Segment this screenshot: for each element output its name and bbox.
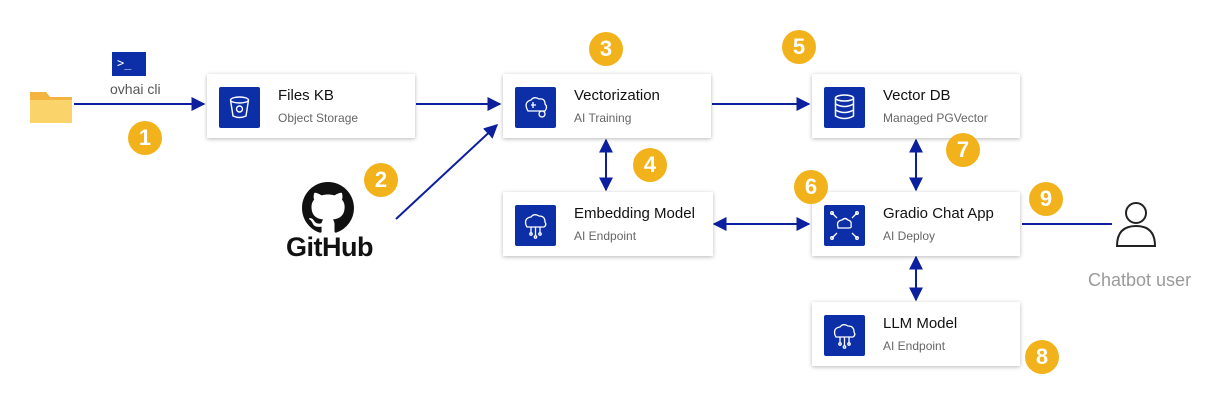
vector-db-node[interactable]: Vector DB Managed PGVector	[812, 74, 1020, 138]
node-subtitle: AI Endpoint	[574, 229, 637, 243]
node-title: Gradio Chat App	[883, 205, 994, 222]
cli-label: ovhai cli	[110, 81, 161, 97]
github-label: GitHub	[286, 232, 373, 262]
node-title: LLM Model	[883, 315, 958, 332]
brain-circuit-icon	[515, 205, 556, 246]
node-title: Embedding Model	[574, 205, 695, 222]
node-title: Files KB	[278, 87, 334, 104]
node-subtitle: Managed PGVector	[883, 111, 988, 125]
brain-circuit-icon	[824, 315, 865, 356]
step-badge-2: 2	[364, 163, 398, 197]
embedding-model-node[interactable]: Embedding Model AI Endpoint	[503, 192, 713, 256]
node-subtitle: AI Endpoint	[883, 339, 946, 353]
node-subtitle: AI Deploy	[883, 229, 936, 243]
chatbot-user-label: Chatbot user	[1088, 270, 1192, 290]
bucket-icon	[219, 87, 260, 128]
llm-model-node[interactable]: LLM Model AI Endpoint	[812, 302, 1020, 366]
step-badge-8: 8	[1025, 340, 1059, 374]
step-badge-7: 7	[946, 133, 980, 167]
node-subtitle: AI Training	[574, 111, 632, 125]
step-badge-3: 3	[589, 32, 623, 66]
github-icon	[302, 182, 354, 233]
brain-network-icon	[824, 205, 865, 246]
database-icon	[824, 87, 865, 128]
brain-gear-icon	[515, 87, 556, 128]
vectorization-node[interactable]: Vectorization AI Training	[503, 74, 711, 138]
step-badge-4: 4	[633, 148, 667, 182]
step-badge-1: 1	[128, 121, 162, 155]
files-kb-node[interactable]: Files KB Object Storage	[207, 74, 415, 138]
node-subtitle: Object Storage	[278, 111, 359, 125]
step-badge-9: 9	[1029, 182, 1063, 216]
node-title: Vectorization	[574, 87, 660, 104]
arrow-github-to-vectorization	[395, 124, 499, 220]
step-badge-5: 5	[782, 30, 816, 64]
step-badge-6: 6	[794, 170, 828, 204]
gradio-chat-app-node[interactable]: Gradio Chat App AI Deploy	[812, 192, 1020, 256]
folder-icon	[30, 92, 72, 123]
terminal-icon: >_	[112, 52, 146, 76]
user-icon	[1115, 202, 1157, 247]
node-title: Vector DB	[883, 87, 951, 104]
